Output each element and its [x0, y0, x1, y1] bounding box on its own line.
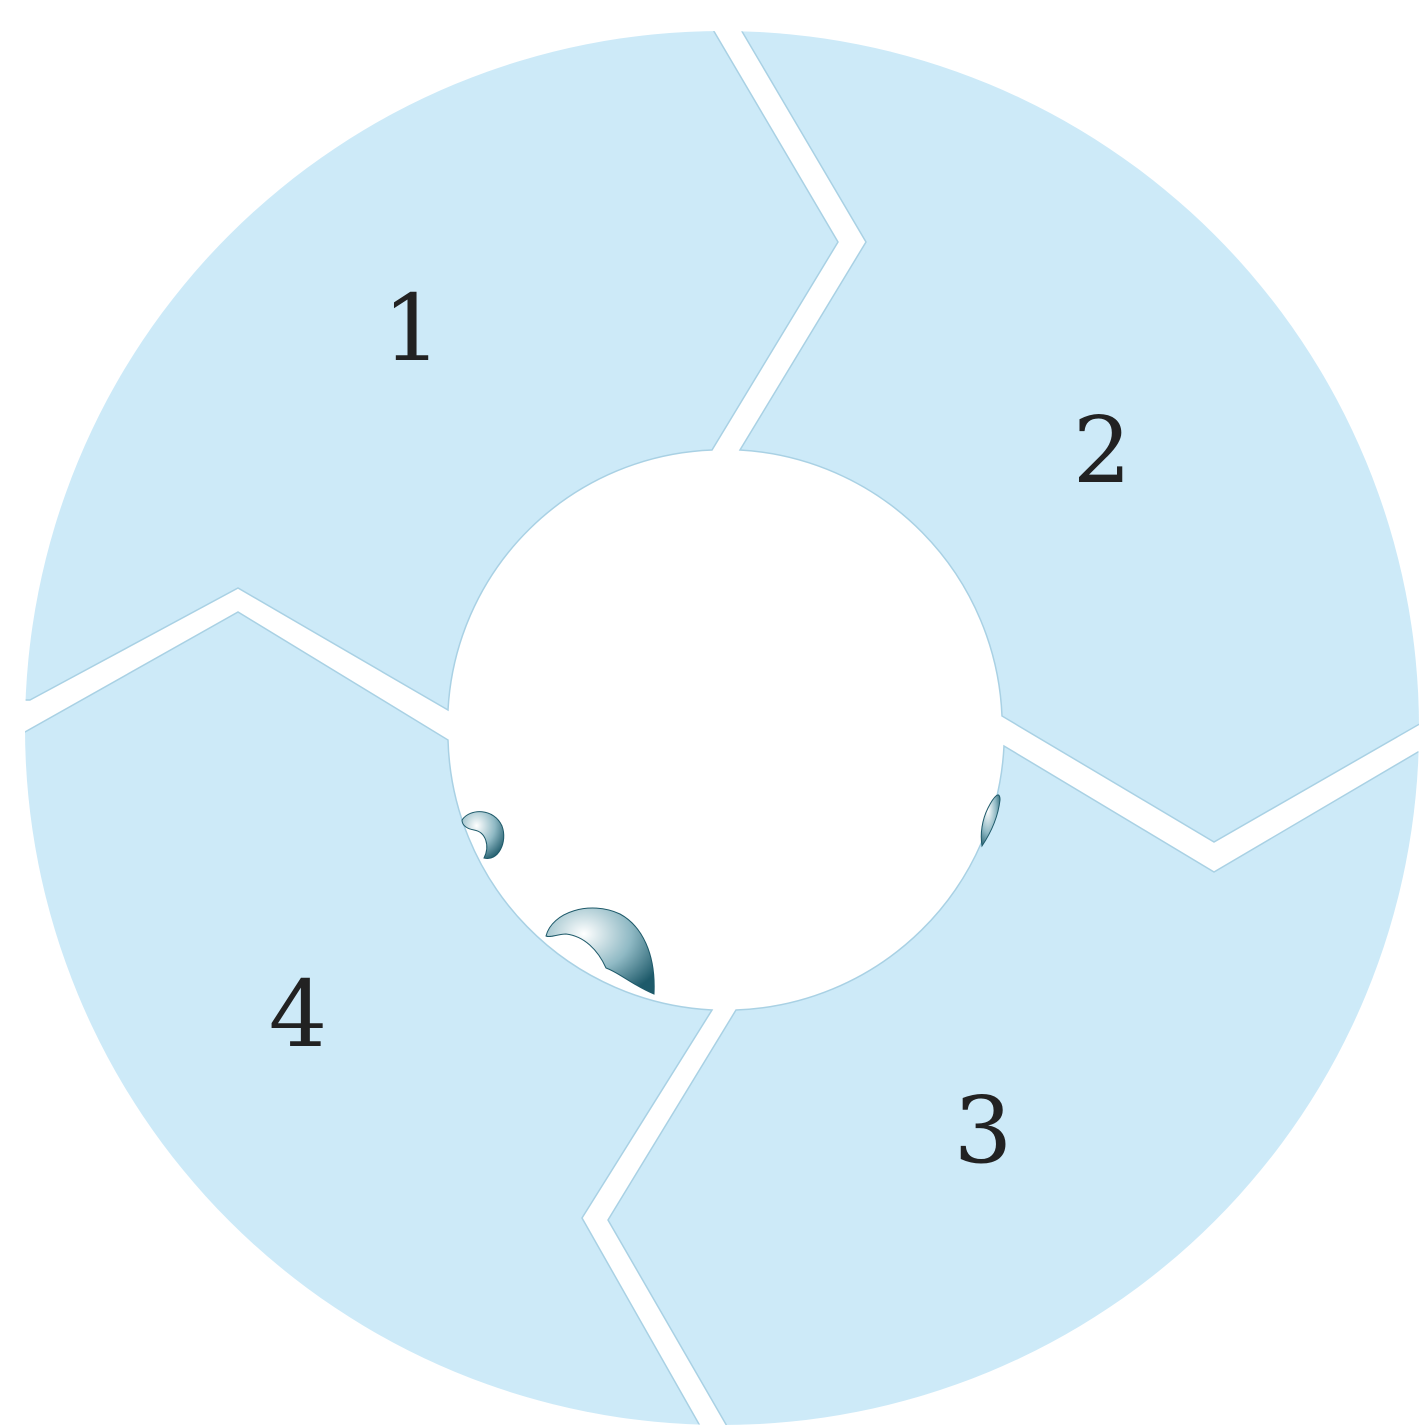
segment-label-4: 4: [269, 961, 328, 1068]
segment-label-2: 2: [1073, 397, 1132, 504]
segment-3: [608, 746, 1420, 1426]
segment-label-1: 1: [383, 275, 442, 382]
segment-label-3: 3: [954, 1077, 1013, 1184]
segment-4: [0, 612, 712, 1426]
